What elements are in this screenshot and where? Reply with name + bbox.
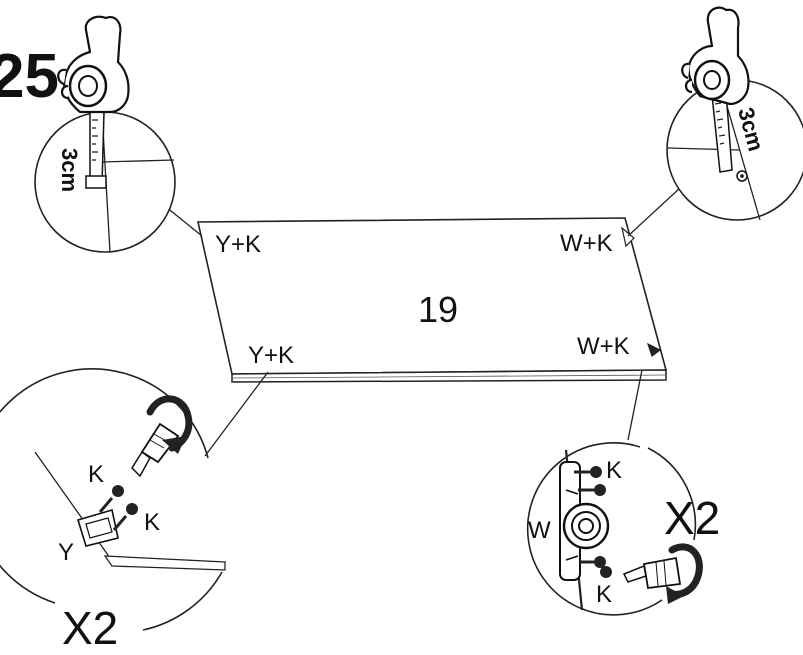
detail-screw-bottom-left: K K Y X2 xyxy=(0,368,226,654)
screw-icon xyxy=(112,503,138,531)
rotation-arrow-icon xyxy=(146,395,193,454)
hinge-w xyxy=(559,461,610,581)
panel-part-number: 19 xyxy=(418,289,458,330)
screw-label-k: K xyxy=(606,457,622,484)
screw-label-k: K xyxy=(596,581,612,608)
label-bottom-left: Y+K xyxy=(248,342,294,369)
screw-label-k: K xyxy=(88,461,104,488)
screw-label-k: K xyxy=(144,509,160,536)
screwdriver-icon xyxy=(622,556,682,590)
mounting-plate-y xyxy=(76,508,119,547)
detail-circle xyxy=(0,368,209,604)
door-panel: Y+K W+K 19 Y+K W+K xyxy=(197,217,668,383)
detail-hinge-bottom-right: K K W X2 xyxy=(526,442,720,616)
detail-circle xyxy=(647,447,697,541)
hand-icon xyxy=(57,15,130,114)
hand-icon xyxy=(681,6,750,106)
leader-line-bottom-left xyxy=(204,371,269,457)
part-label-w: W xyxy=(528,517,551,544)
measure-label: 3cm xyxy=(57,148,82,192)
step-number: 25 xyxy=(0,42,59,111)
detail-measure-top-left: 3cm xyxy=(34,15,176,253)
label-bottom-right: W+K xyxy=(577,333,630,360)
part-label-y: Y xyxy=(58,539,74,566)
leader-line-top-right xyxy=(627,187,681,237)
panel-edge xyxy=(231,369,667,383)
label-top-left: Y+K xyxy=(215,231,261,258)
screwdriver-icon xyxy=(131,422,180,478)
label-top-right: W+K xyxy=(560,230,613,257)
tape-measure xyxy=(85,111,107,189)
leader-line-bottom-right xyxy=(627,369,643,441)
hinge-marker-bottom xyxy=(646,342,662,357)
quantity-multiplier: X2 xyxy=(62,602,118,654)
screw-icon xyxy=(98,485,124,513)
screw-icon xyxy=(580,556,612,578)
quantity-multiplier: X2 xyxy=(664,492,720,544)
hinge-marker-top xyxy=(621,226,635,248)
screw-icon xyxy=(574,466,606,496)
detail-measure-top-right: 3cm xyxy=(666,6,803,221)
rotation-arrow-icon xyxy=(666,543,703,604)
